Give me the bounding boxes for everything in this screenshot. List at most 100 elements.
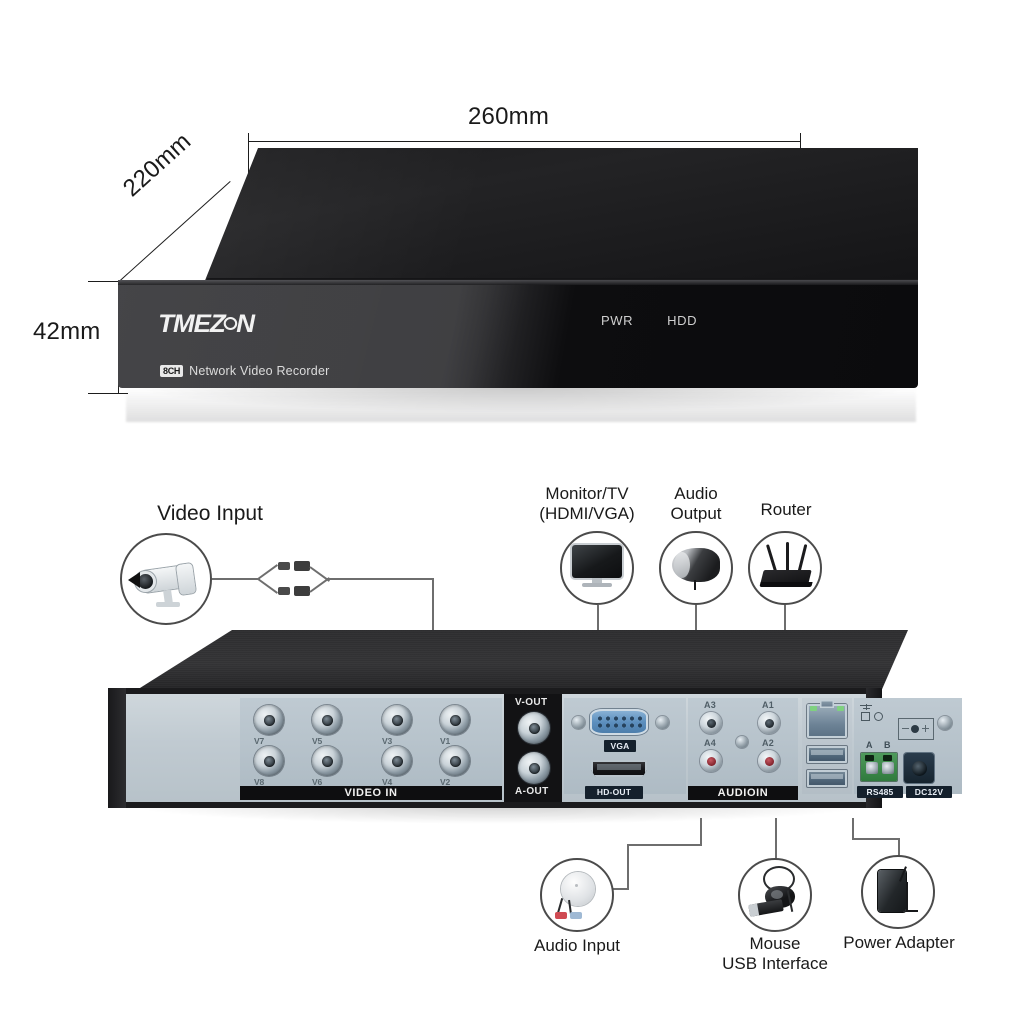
audio-label-a2: A2 bbox=[762, 738, 775, 748]
width-arrow-line bbox=[248, 141, 801, 142]
vga-port[interactable] bbox=[590, 709, 648, 735]
mouse-usb-wire bbox=[775, 818, 777, 866]
bnc-label-v8: V8 bbox=[254, 777, 264, 787]
rj45-lan-port[interactable] bbox=[807, 700, 847, 738]
bnc-port-v2[interactable] bbox=[440, 746, 470, 776]
usb-port-1[interactable] bbox=[807, 746, 847, 763]
bnc-port-v4[interactable] bbox=[382, 746, 412, 776]
bnc-port-v3[interactable] bbox=[382, 705, 412, 735]
power-adapter-icon bbox=[872, 864, 928, 922]
monitor-icon bbox=[570, 545, 624, 591]
rear-port-plate: V7 V5 V3 V1 V8 V6 V4 V2 VIDEO IN bbox=[126, 694, 962, 802]
bnc-label-v5: V5 bbox=[312, 736, 322, 746]
height-tick-top bbox=[88, 281, 128, 282]
display-out-section: VGA bbox=[564, 698, 686, 794]
bnc-port-v5[interactable] bbox=[312, 705, 342, 735]
mouse-usb-label-line2: USB Interface bbox=[722, 954, 828, 974]
hdmi-label: HD-OUT bbox=[585, 786, 643, 799]
rs485-label: RS485 bbox=[857, 786, 903, 798]
brand-text-part1: TMEZ bbox=[158, 310, 226, 338]
monitor-label: Monitor/TV (HDMI/VGA) bbox=[522, 484, 652, 524]
audio-input-wire-across bbox=[627, 844, 702, 846]
monitor-label-line2: (HDMI/VGA) bbox=[539, 504, 635, 524]
device-top-surface bbox=[118, 148, 918, 288]
nvr-rear-view: V7 V5 V3 V1 V8 V6 V4 V2 VIDEO IN bbox=[108, 630, 962, 824]
video-input-label: Video Input bbox=[157, 502, 263, 525]
router-circle bbox=[748, 531, 822, 605]
bnc-label-v4: V4 bbox=[382, 777, 392, 787]
brand-o-icon bbox=[223, 317, 238, 330]
bnc-label-v6: V6 bbox=[312, 777, 322, 787]
model-line: 8CH Network Video Recorder bbox=[160, 364, 329, 378]
bnc-port-v6[interactable] bbox=[312, 746, 342, 776]
model-label: Network Video Recorder bbox=[189, 364, 330, 378]
bnc-label-v3: V3 bbox=[382, 736, 392, 746]
rear-left-edge bbox=[108, 688, 126, 808]
width-tick-left bbox=[248, 133, 249, 181]
ground-symbol-icon bbox=[860, 702, 890, 721]
dc-polarity-icon bbox=[898, 718, 934, 740]
camera-wire-2 bbox=[326, 578, 434, 580]
rca-port-a1[interactable] bbox=[758, 712, 780, 734]
usb-port-2[interactable] bbox=[807, 770, 847, 787]
bnc-label-v1: V1 bbox=[440, 736, 450, 746]
vga-screw-right-icon bbox=[656, 716, 669, 729]
rs485-terminal-block[interactable] bbox=[861, 753, 897, 781]
serial-power-section: A B bbox=[854, 698, 962, 794]
rear-top-surface bbox=[133, 630, 908, 692]
device-front-panel: TMEZ N 8CH Network Video Recorder PWR HDD bbox=[118, 280, 918, 388]
rca-port-a4[interactable] bbox=[700, 750, 722, 772]
microphone-icon bbox=[551, 868, 607, 924]
rear-chassis: V7 V5 V3 V1 V8 V6 V4 V2 VIDEO IN bbox=[108, 688, 962, 808]
video-in-caption: VIDEO IN bbox=[240, 786, 502, 800]
mouse-usb-icon bbox=[745, 866, 805, 924]
dc12v-label: DC12V bbox=[906, 786, 952, 798]
video-in-section: V7 V5 V3 V1 V8 V6 V4 V2 bbox=[240, 698, 502, 794]
audio-label-a4: A4 bbox=[704, 738, 717, 748]
audio-input-wire-down bbox=[700, 818, 702, 846]
device-shadow bbox=[138, 386, 908, 412]
brand-text-part2: N bbox=[236, 310, 255, 338]
network-usb-section bbox=[802, 698, 852, 794]
audio-input-wire-drop bbox=[627, 844, 629, 890]
chassis-screw-icon bbox=[938, 716, 952, 730]
brand-logo: TMEZ N bbox=[158, 310, 255, 339]
router-label: Router bbox=[760, 500, 812, 519]
rca-port-a2[interactable] bbox=[758, 750, 780, 772]
rca-port-a3[interactable] bbox=[700, 712, 722, 734]
front-indicator-group: PWR HDD bbox=[601, 313, 697, 328]
bnc-splitter-icon bbox=[257, 558, 331, 600]
audio-in-caption: AUDIOIN bbox=[688, 786, 798, 800]
hdmi-port[interactable] bbox=[591, 760, 647, 777]
audio-output-label-line1: Audio bbox=[674, 484, 718, 503]
bnc-port-v1[interactable] bbox=[440, 705, 470, 735]
rs485-terminal-b-label: B bbox=[884, 740, 891, 750]
monitor-label-line1: Monitor/TV bbox=[545, 484, 629, 503]
device-reflection bbox=[126, 388, 916, 422]
bnc-port-v8[interactable] bbox=[254, 746, 284, 776]
channel-badge: 8CH bbox=[160, 365, 184, 377]
audio-output-label-line2: Output bbox=[670, 504, 722, 524]
mouse-usb-label-line1: Mouse bbox=[749, 934, 801, 953]
camera-wire-1 bbox=[212, 578, 260, 580]
bnc-label-v2: V2 bbox=[440, 777, 450, 787]
bullet-camera-icon bbox=[126, 548, 208, 612]
height-tick-bottom bbox=[88, 393, 128, 394]
rca-port-a-out[interactable] bbox=[518, 752, 550, 784]
v-out-label: V-OUT bbox=[515, 697, 548, 708]
audio-screw-icon bbox=[736, 736, 748, 748]
width-value: 260mm bbox=[468, 103, 550, 130]
audio-output-label: Audio Output bbox=[636, 484, 756, 524]
bnc-port-v7[interactable] bbox=[254, 705, 284, 735]
power-adapter-label: Power Adapter bbox=[843, 933, 955, 952]
vga-screw-left-icon bbox=[572, 716, 585, 729]
rs485-terminal-a-label: A bbox=[866, 740, 873, 750]
dc12v-power-jack[interactable] bbox=[904, 753, 934, 783]
audio-label-a1: A1 bbox=[762, 700, 775, 710]
nvr-front-view: TMEZ N 8CH Network Video Recorder PWR HDD bbox=[118, 148, 918, 422]
bnc-label-v7: V7 bbox=[254, 736, 264, 746]
audio-in-section: A3 A1 A4 A2 bbox=[688, 698, 798, 794]
video-out-section: V-OUT A-OUT bbox=[504, 694, 562, 802]
bnc-port-v-out[interactable] bbox=[518, 712, 550, 744]
